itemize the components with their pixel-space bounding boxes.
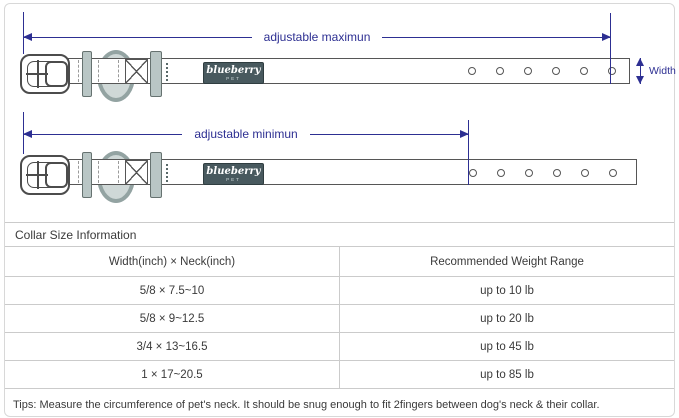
care-tag (166, 63, 168, 81)
min-left-tick (23, 112, 25, 154)
size-cell: 3/4 × 13~16.5 (5, 332, 340, 361)
keeper-band (82, 152, 92, 198)
buckle-bar (37, 60, 39, 88)
table-title: Collar Size Information (5, 222, 674, 247)
table-row: 5/8 × 7.5~10 up to 10 lb (5, 276, 674, 305)
stitch-box-icon (125, 59, 148, 84)
min-dimension-label: adjustable minimun (194, 127, 298, 141)
brand-label: blueberry PET (203, 163, 264, 185)
buckle-plate (45, 162, 68, 188)
weight-cell: up to 20 lb (339, 304, 674, 333)
size-cell: 1 × 17~20.5 (5, 360, 340, 389)
table-row: 3/4 × 13~16.5 up to 45 lb (5, 332, 674, 361)
brand-sub: PET (226, 177, 241, 182)
buckle-plate (45, 61, 68, 87)
weight-cell: up to 45 lb (339, 332, 674, 361)
stitch-line (78, 60, 79, 82)
brand-label: blueberry PET (203, 62, 264, 84)
adjustment-hole (525, 169, 533, 177)
size-cell: 5/8 × 7.5~10 (5, 276, 340, 305)
arrow-line-right (309, 129, 470, 138)
width-label: Width (649, 65, 676, 77)
stitch-line (98, 161, 99, 183)
adjustment-hole (552, 67, 560, 75)
adjustment-hole (524, 67, 532, 75)
adjustment-hole (581, 169, 589, 177)
collar-diagram-max: blueberry PET (0, 0, 679, 110)
brand-name: blueberry (206, 166, 261, 177)
stitch-box-icon (125, 160, 148, 185)
adjustment-hole (468, 67, 476, 75)
column-header-size: Width(inch) × Neck(inch) (5, 246, 340, 277)
max-left-tick (23, 12, 25, 54)
size-cell: 5/8 × 9~12.5 (5, 304, 340, 333)
weight-cell: up to 10 lb (339, 276, 674, 305)
buckle-bar (37, 161, 39, 189)
stitch-line (98, 60, 99, 82)
table-title-row: Collar Size Information (5, 222, 674, 247)
weight-cell: up to 85 lb (339, 360, 674, 389)
adjustment-hole (553, 169, 561, 177)
min-dimension-arrow: adjustable minimun (23, 126, 470, 142)
keeper-band (82, 51, 92, 97)
table-row: 1 × 17~20.5 up to 85 lb (5, 360, 674, 389)
adjustment-hole (608, 67, 616, 75)
keeper-band (150, 51, 162, 97)
tips-text: Tips: Measure the circumference of pet's… (5, 388, 674, 418)
care-tag (166, 164, 168, 182)
size-table: Collar Size Information Width(inch) × Ne… (5, 222, 674, 418)
max-dimension-arrow: adjustable maximun (23, 29, 612, 45)
min-right-tick (468, 120, 470, 185)
brand-sub: PET (226, 76, 241, 81)
buckle-icon (20, 54, 70, 94)
keeper-band (150, 152, 162, 198)
max-dimension-label: adjustable maximun (263, 30, 371, 44)
buckle-icon (20, 155, 70, 195)
table-tips-row: Tips: Measure the circumference of pet's… (5, 388, 674, 418)
arrow-line-left (23, 129, 183, 138)
adjustment-hole (497, 169, 505, 177)
arrow-line-left (23, 32, 252, 41)
column-header-weight: Recommended Weight Range (339, 246, 674, 277)
stitch-line (118, 60, 119, 82)
table-row: 5/8 × 9~12.5 up to 20 lb (5, 304, 674, 333)
width-arrow (634, 58, 647, 84)
collar-diagram-min: blueberry PET (0, 101, 679, 211)
collar-strap (68, 159, 637, 185)
arrow-line-right (382, 32, 612, 41)
brand-name: blueberry (206, 65, 261, 76)
max-right-tick (610, 13, 612, 84)
adjustment-hole (609, 169, 617, 177)
table-header-row: Width(inch) × Neck(inch) Recommended Wei… (5, 246, 674, 277)
adjustment-hole (496, 67, 504, 75)
stitch-line (118, 161, 119, 183)
adjustment-hole (580, 67, 588, 75)
stitch-line (78, 161, 79, 183)
adjustment-hole (469, 169, 477, 177)
